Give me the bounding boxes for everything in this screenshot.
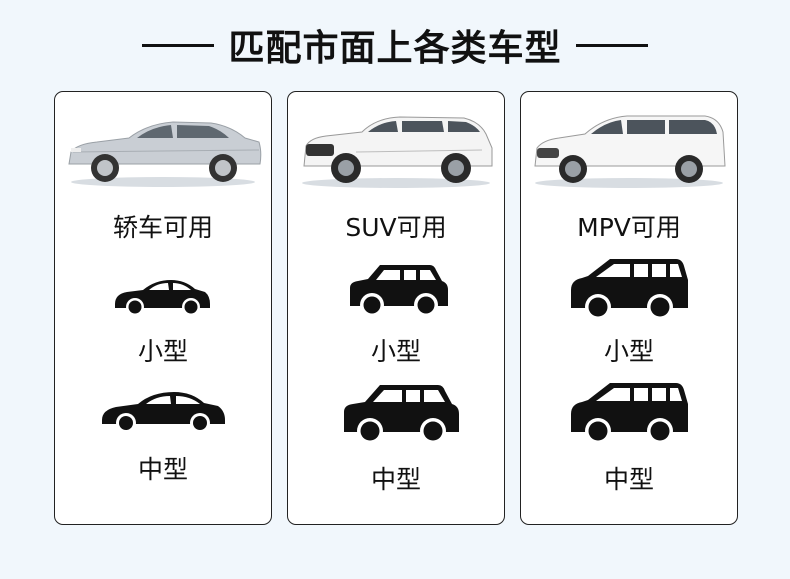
mpv-photo: [534, 115, 726, 188]
suv-medium-icon: [344, 385, 459, 444]
sedan-medium-icon: [102, 392, 225, 433]
card-title-sedan: 轿车可用: [112, 213, 213, 242]
size-label-sedan-medium: 中型: [137, 455, 188, 484]
size-label-suv-small: 小型: [370, 337, 421, 366]
suv-photo: [302, 116, 493, 188]
card-mpv: MPV可用 小型 中型: [520, 91, 738, 525]
mpv-small-icon: [571, 259, 688, 320]
card-title-mpv: MPV可用: [577, 213, 681, 242]
header-right-rule: [575, 43, 648, 47]
card-sedan: 轿车可用 小型 中型: [54, 91, 272, 525]
header-left-rule: [142, 43, 215, 47]
sedan-small-icon: [115, 280, 210, 316]
suv-small-icon: [350, 265, 448, 317]
size-label-suv-medium: 中型: [370, 465, 421, 494]
size-label-mpv-small: 小型: [603, 337, 654, 366]
size-label-sedan-small: 小型: [137, 337, 188, 366]
card-suv: SUV可用 小型 中型: [287, 91, 505, 525]
sedan-photo: [68, 121, 262, 187]
mpv-medium-icon: [571, 383, 688, 444]
card-title-suv: SUV可用: [345, 213, 447, 242]
page-title: 匹配市面上各类车型: [228, 28, 562, 69]
page-header: 匹配市面上各类车型: [0, 0, 790, 90]
size-label-mpv-medium: 中型: [603, 465, 654, 494]
